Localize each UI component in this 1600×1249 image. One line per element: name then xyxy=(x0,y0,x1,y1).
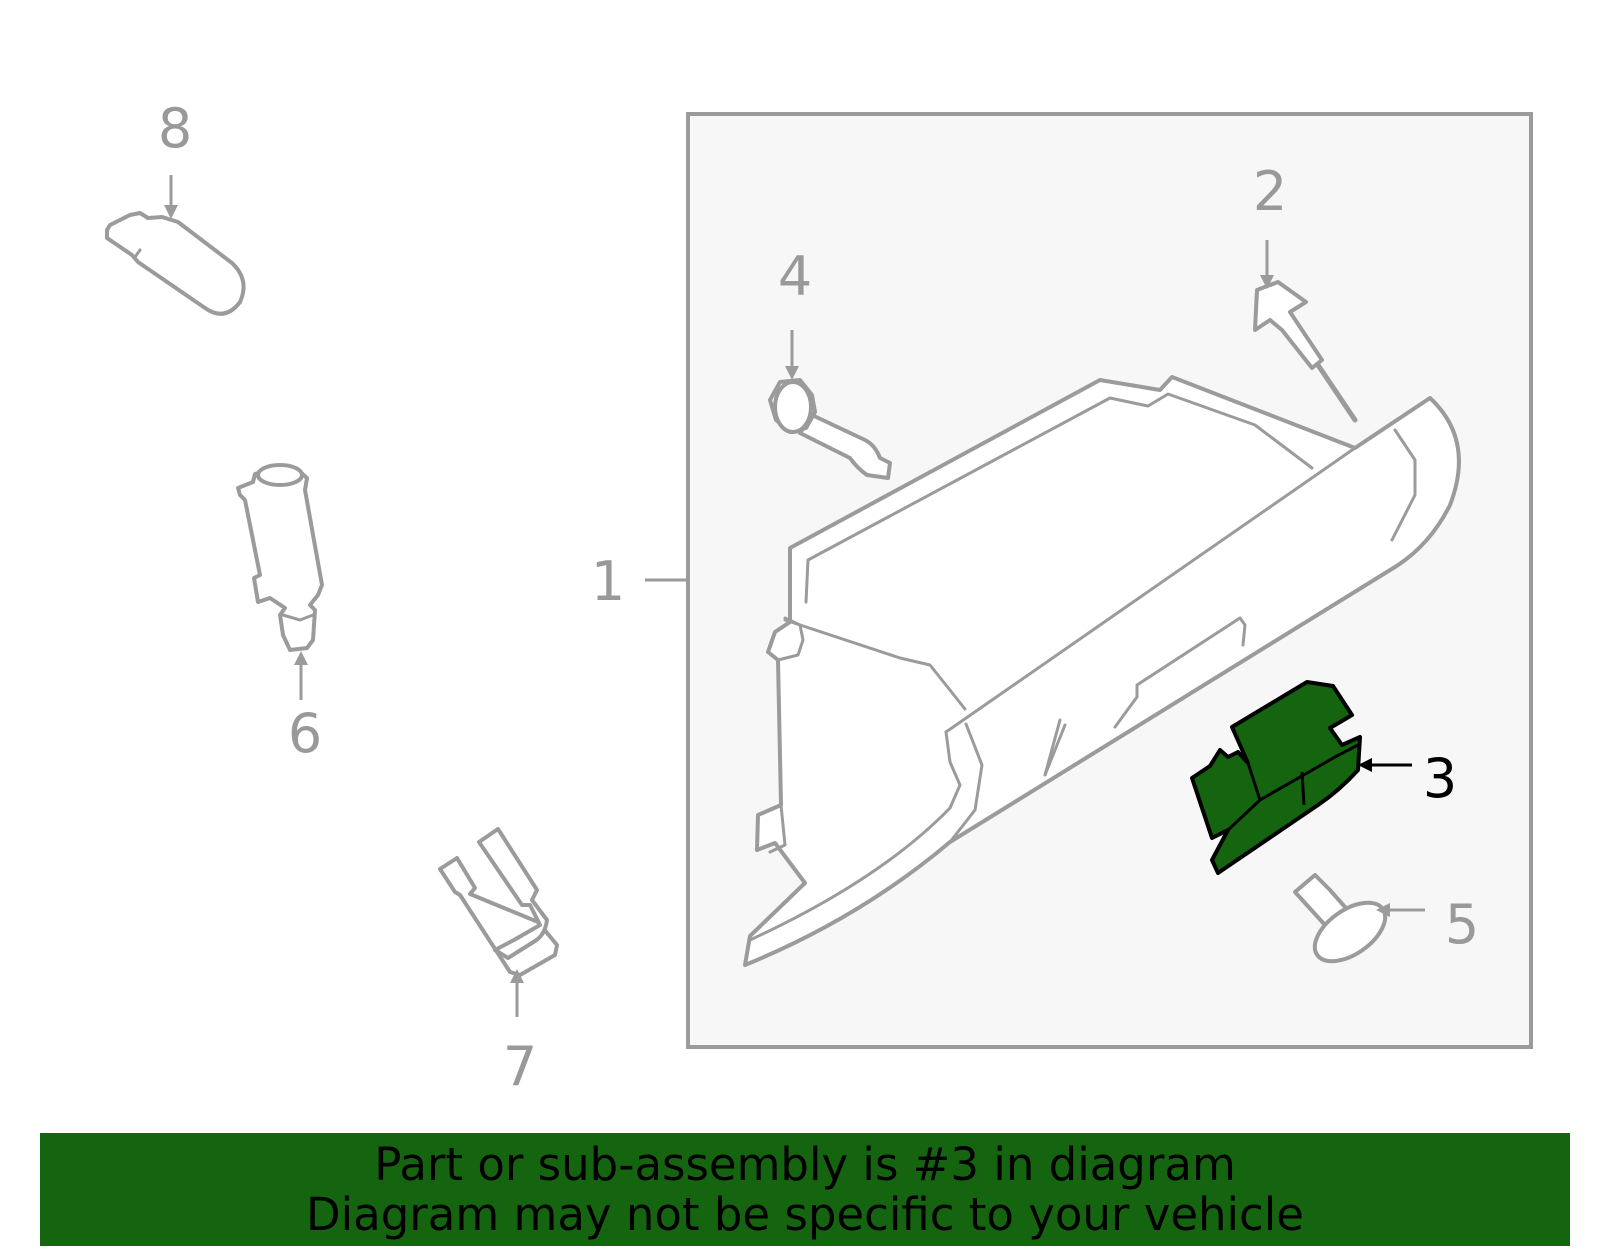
banner-line-2: Diagram may not be specific to your vehi… xyxy=(306,1187,1304,1241)
callout-7-label[interactable]: 7 xyxy=(503,1035,537,1098)
cap-part-8[interactable] xyxy=(105,211,246,316)
callout-5-arrowhead xyxy=(1376,903,1390,917)
push-clip-part-2[interactable] xyxy=(1253,280,1358,423)
callout-3-label[interactable]: 3 xyxy=(1423,747,1457,810)
callout-8-arrowhead xyxy=(164,205,178,219)
callout-1-label[interactable]: 1 xyxy=(591,550,625,613)
callout-8-label[interactable]: 8 xyxy=(158,97,192,160)
clip-part-7[interactable] xyxy=(438,827,559,977)
callout-6-arrowhead xyxy=(294,651,308,665)
callout-2-label[interactable]: 2 xyxy=(1253,160,1287,223)
glove-box-part[interactable] xyxy=(743,375,1461,967)
latch-part-3[interactable] xyxy=(1190,680,1362,875)
callout-2-arrowhead xyxy=(1260,275,1274,289)
callout-7-arrowhead xyxy=(510,969,524,983)
callout-6-label[interactable]: 6 xyxy=(288,702,322,765)
callout-5-label[interactable]: 5 xyxy=(1445,893,1479,956)
callout-4-arrowhead xyxy=(785,366,799,380)
bumper-part-6[interactable] xyxy=(236,463,324,652)
info-banner: Part or sub-assembly is #3 in diagram Di… xyxy=(40,1133,1570,1246)
banner-line-1: Part or sub-assembly is #3 in diagram xyxy=(374,1137,1236,1191)
callout-4-label[interactable]: 4 xyxy=(778,245,812,308)
callout-3-arrowhead xyxy=(1358,758,1372,772)
screw-part-4[interactable] xyxy=(768,378,892,480)
